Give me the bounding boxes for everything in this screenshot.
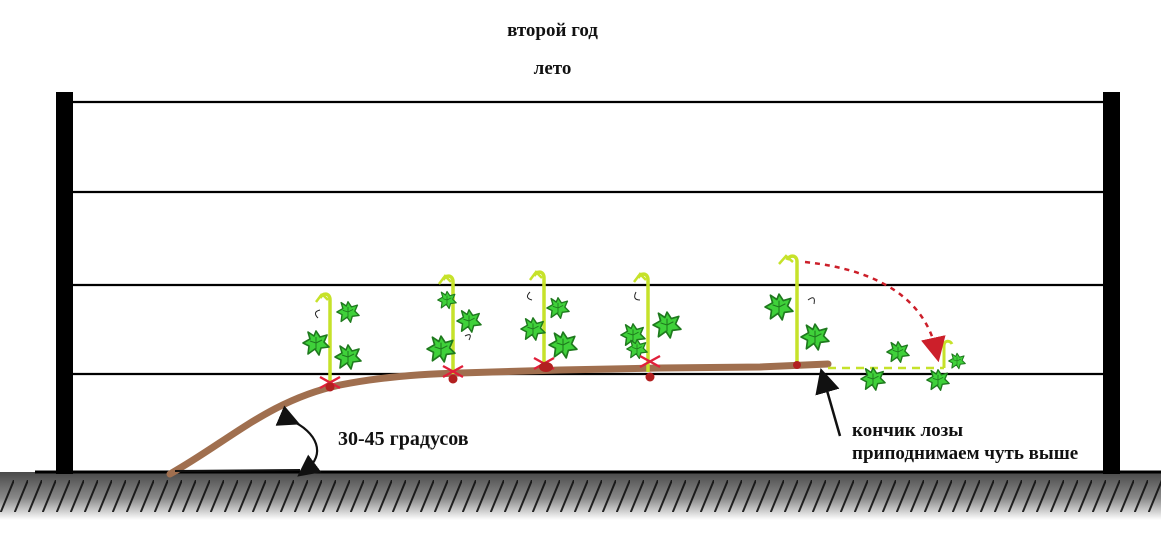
- vine-tip-extension: [828, 339, 966, 391]
- trellis-post-right: [1103, 92, 1120, 474]
- tip-label-line2: приподнимаем чуть выше: [852, 443, 1079, 464]
- angle-label: 30-45 градусов: [338, 428, 469, 450]
- shoot-4: [620, 272, 682, 382]
- diagram-title: второй год: [507, 20, 598, 41]
- vine-cane: [166, 360, 832, 478]
- bud-1: [325, 382, 335, 392]
- ground: [0, 470, 1161, 520]
- tip-movement-arrow: [804, 260, 946, 363]
- bud-5: [793, 361, 801, 369]
- trellis-post-left: [56, 92, 73, 474]
- cut-mark-4: [639, 354, 661, 369]
- tip-pointer-arrow: [815, 367, 842, 437]
- angle-baseline: [174, 469, 301, 472]
- shoot-2: [426, 274, 482, 384]
- angle-arc: [275, 405, 322, 477]
- tip-label-line1: кончик лозы: [852, 420, 964, 441]
- diagram-subtitle: лето: [533, 58, 572, 79]
- shoot-3: [520, 270, 578, 372]
- bud-3: [539, 362, 553, 372]
- shoot-5: [764, 254, 830, 369]
- shoot-1: [302, 292, 362, 392]
- trellis-wires: [73, 100, 1103, 376]
- cut-mark-2: [442, 364, 464, 379]
- bud-2: [448, 374, 458, 384]
- bud-4: [645, 372, 655, 382]
